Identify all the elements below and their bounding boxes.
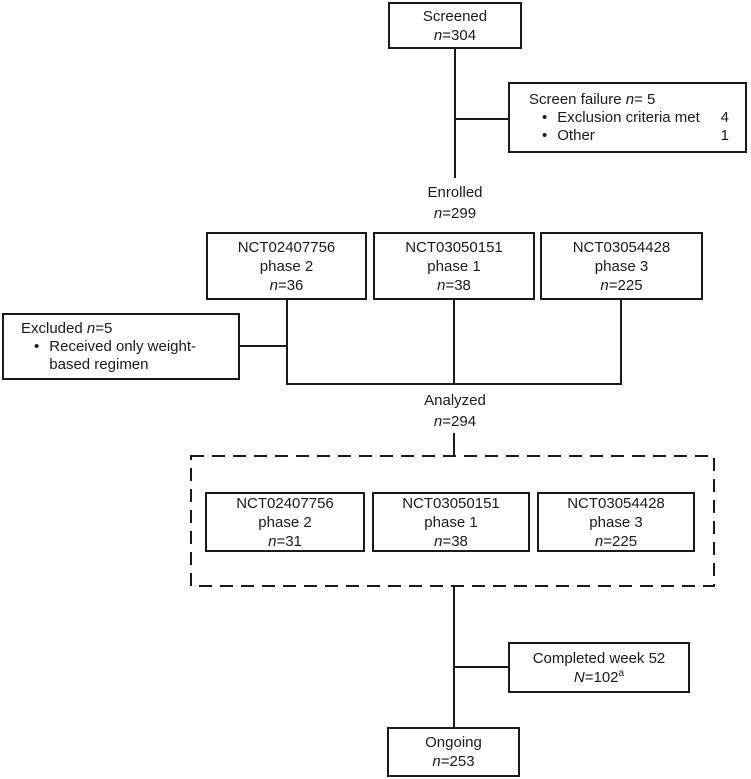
screen-failure-box: Screen failure n= 5 • Exclusion criteria… bbox=[508, 82, 747, 153]
trial-phase: phase 3 bbox=[589, 513, 643, 531]
screen-failure-item-value: 1 bbox=[720, 126, 729, 144]
ongoing-label: Ongoing bbox=[425, 734, 482, 751]
screened-box: Screened n=304 bbox=[388, 2, 522, 49]
excluded-title: Excluded n=5 bbox=[21, 319, 113, 337]
trial-nct: NCT03050151 bbox=[405, 238, 503, 256]
trial-nct: NCT03054428 bbox=[567, 494, 665, 512]
excluded-box: Excluded n=5 • Received only weight-base… bbox=[2, 313, 240, 380]
completed-box: Completed week 52 N=102a bbox=[508, 642, 690, 693]
trial-box-enrolled-2: NCT03050151 phase 1 n=38 bbox=[373, 232, 535, 300]
screen-failure-item-value: 4 bbox=[720, 108, 729, 126]
completed-count: N=102a bbox=[573, 667, 625, 686]
trial-nct: NCT03054428 bbox=[572, 238, 671, 256]
excluded-item: • Received only weight-based regimen bbox=[21, 338, 228, 374]
trial-box-enrolled-3: NCT03054428 phase 3 n=225 bbox=[540, 232, 703, 300]
completed-label: Completed week 52 bbox=[532, 649, 666, 667]
trial-phase: phase 2 bbox=[259, 257, 314, 275]
analyzed-count: n=294 bbox=[433, 413, 477, 430]
screen-failure-item: • Other 1 bbox=[529, 127, 729, 145]
trial-phase: phase 2 bbox=[258, 513, 312, 531]
trial-count: n=38 bbox=[437, 276, 471, 294]
trial-nct: NCT02407756 bbox=[237, 238, 336, 256]
trial-phase: phase 1 bbox=[424, 513, 478, 531]
trial-phase: phase 3 bbox=[594, 257, 649, 275]
screen-failure-item-text: Exclusion criteria met bbox=[557, 108, 700, 126]
screen-failure-item-text: Other bbox=[557, 126, 595, 144]
ongoing-box: Ongoing n=253 bbox=[387, 727, 520, 777]
screen-failure-title: Screen failure n= 5 bbox=[529, 90, 656, 108]
bullet-icon: • bbox=[542, 126, 548, 144]
trial-box-analyzed-2: NCT03050151 phase 1 n=38 bbox=[372, 492, 530, 552]
trial-phase: phase 1 bbox=[427, 257, 481, 275]
enrolled-count: n=299 bbox=[433, 205, 477, 222]
excluded-item-text: Received only weight-based regimen bbox=[49, 337, 197, 373]
analyzed-label: Analyzed n=294 bbox=[385, 390, 525, 432]
trial-count: n=225 bbox=[600, 276, 643, 294]
trial-nct: NCT03050151 bbox=[402, 494, 500, 512]
ongoing-count: n=253 bbox=[432, 753, 475, 770]
screened-label: Screened bbox=[422, 7, 488, 25]
trial-box-enrolled-1: NCT02407756 phase 2 n=36 bbox=[206, 232, 367, 300]
bullet-icon: • bbox=[34, 337, 40, 355]
bullet-icon: • bbox=[542, 108, 548, 126]
trial-count: n=38 bbox=[434, 532, 468, 550]
trial-count: n=225 bbox=[594, 532, 638, 550]
analyzed-dashed-region bbox=[190, 455, 715, 587]
trial-box-analyzed-1: NCT02407756 phase 2 n=31 bbox=[205, 492, 365, 552]
screen-failure-item: • Exclusion criteria met 4 bbox=[529, 109, 729, 127]
trial-count: n=31 bbox=[268, 532, 302, 550]
trial-count: n=36 bbox=[269, 276, 304, 294]
screened-count: n=304 bbox=[433, 26, 477, 44]
enrolled-label: Enrolled n=299 bbox=[385, 182, 525, 224]
trial-nct: NCT02407756 bbox=[236, 494, 334, 512]
trial-box-analyzed-3: NCT03054428 phase 3 n=225 bbox=[537, 492, 695, 552]
footnote-marker: a bbox=[618, 667, 625, 679]
